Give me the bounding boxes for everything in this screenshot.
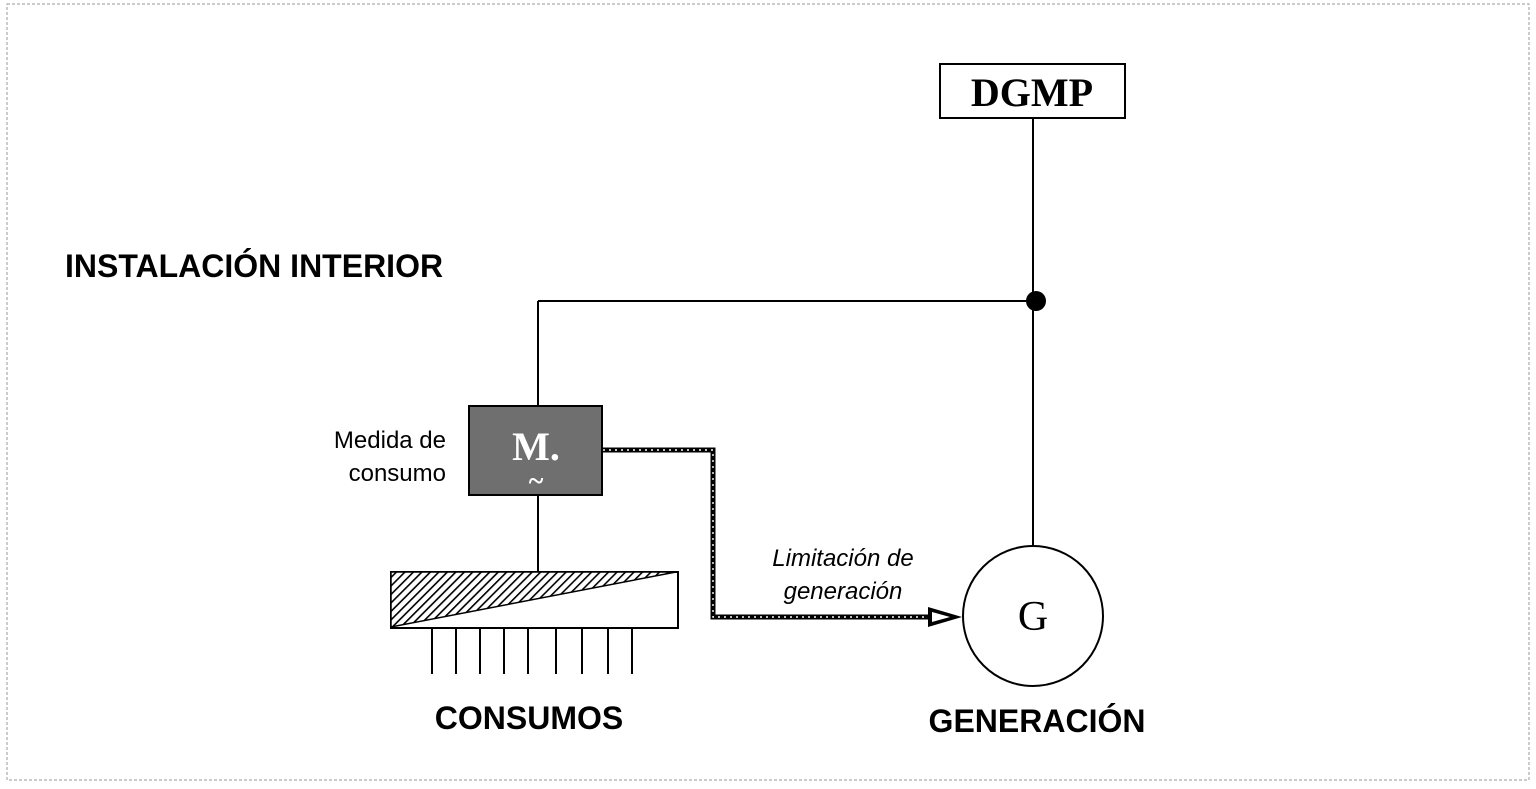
installation-title: INSTALACIÓN INTERIOR xyxy=(65,248,443,284)
generation-label: GENERACIÓN xyxy=(929,703,1146,739)
limitation-arrow-head-inner xyxy=(932,612,950,622)
dgmp-label: DGMP xyxy=(971,70,1093,115)
generator-symbol: G xyxy=(1018,594,1048,640)
consumers-label: CONSUMOS xyxy=(435,700,623,736)
meter-caption-line1: Medida de xyxy=(334,427,446,454)
limitation-label-line1: Limitación de xyxy=(772,545,913,572)
limitation-label-line2: generación xyxy=(784,578,903,605)
dgmp-box xyxy=(939,63,1126,119)
frame-border xyxy=(6,3,1530,781)
meter-symbol: M. xyxy=(512,424,560,469)
generator-circle-icon xyxy=(962,545,1104,687)
meter-caption-line2: consumo xyxy=(349,460,446,487)
junction-dot-icon xyxy=(1026,291,1046,311)
load-hatch-wedge xyxy=(390,571,677,628)
consumer-drops xyxy=(431,628,633,674)
limitation-signal-dots xyxy=(603,449,932,618)
meter-box-icon xyxy=(468,405,603,496)
meter-tilde: ~ xyxy=(529,466,544,497)
